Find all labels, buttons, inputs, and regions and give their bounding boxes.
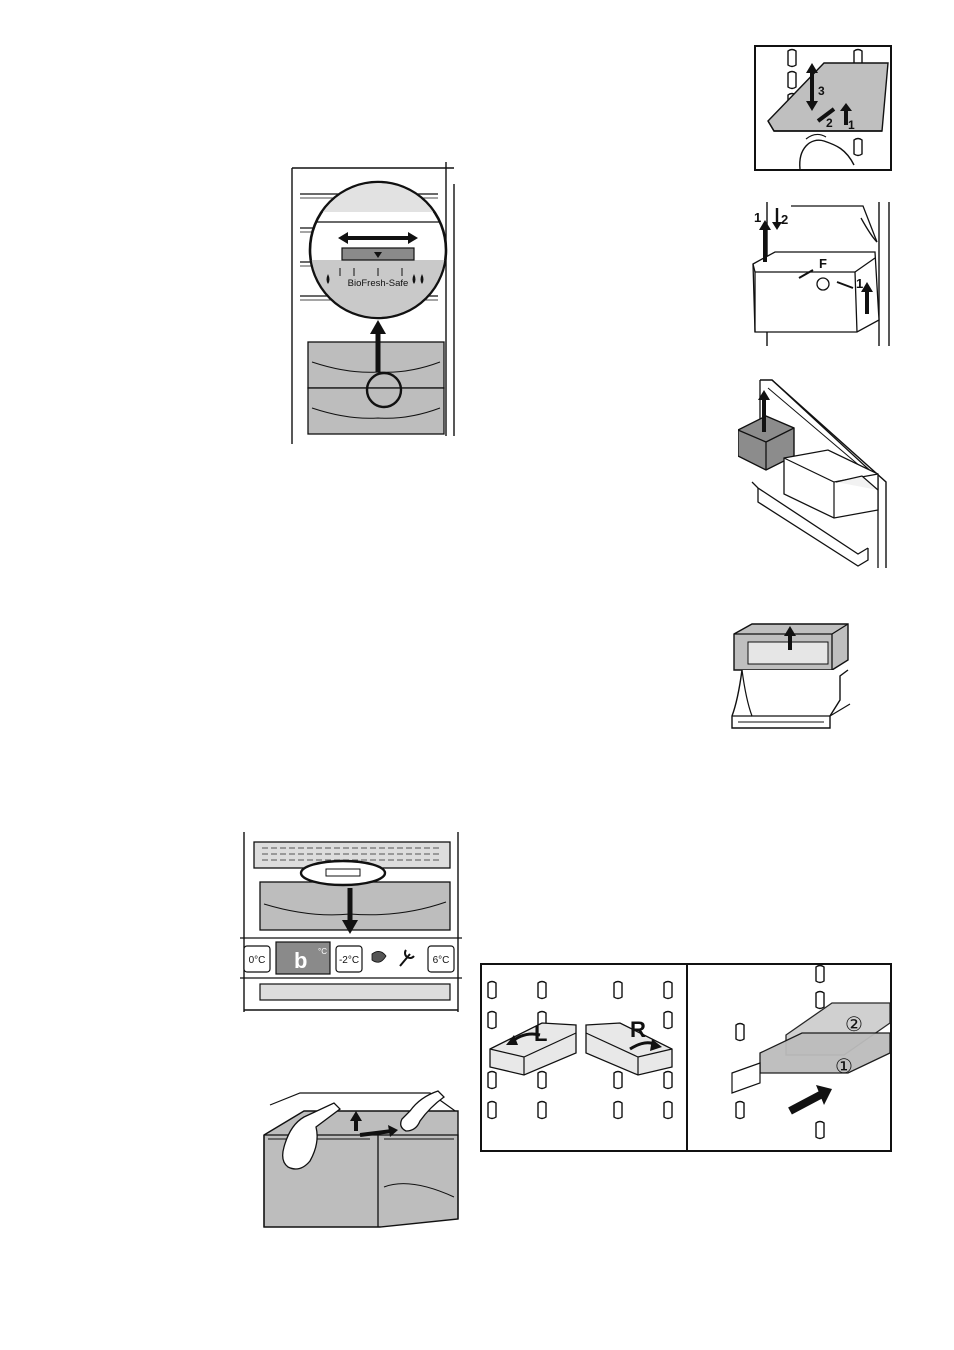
right-bracket-label: R xyxy=(630,1017,646,1042)
biofresh-scale-label: BioFresh-Safe xyxy=(348,278,409,289)
button-6c-label: 6°C xyxy=(433,955,450,966)
door-rack-label: 2 xyxy=(781,212,788,227)
step-label: 1 xyxy=(848,118,855,132)
step1-label: ① xyxy=(835,1056,853,1078)
drawer-removal-figure xyxy=(260,1087,460,1229)
door-rack-label: 1 xyxy=(754,210,761,225)
step-label: 3 xyxy=(818,84,825,98)
shelf-brackets-figure: L R ② ① xyxy=(480,963,892,1152)
step2-label: ② xyxy=(845,1014,863,1036)
shelf-removal-figure: 3 2 1 xyxy=(754,45,892,171)
button-minus2c-label: -2°C xyxy=(339,955,359,966)
button-0c-label: 0°C xyxy=(249,955,266,966)
door-rack-label: 1 xyxy=(856,276,863,291)
wrench-icon xyxy=(400,950,414,966)
biofresh-selector-figure: BioFresh-Safe xyxy=(288,162,458,448)
display-figure: 0°C b °C -2°C 6°C xyxy=(240,832,462,1012)
door-rack-label: F xyxy=(819,256,827,271)
door-bin-figure xyxy=(738,378,890,568)
step-label: 2 xyxy=(826,116,833,130)
door-rack-figure: 1 2 F 1 xyxy=(751,202,893,346)
lid-removal-figure xyxy=(728,620,858,736)
left-bracket-label: L xyxy=(534,1021,547,1046)
readout-value: b xyxy=(294,948,307,973)
readout-unit: °C xyxy=(318,947,327,956)
supercool-icon xyxy=(372,951,386,962)
